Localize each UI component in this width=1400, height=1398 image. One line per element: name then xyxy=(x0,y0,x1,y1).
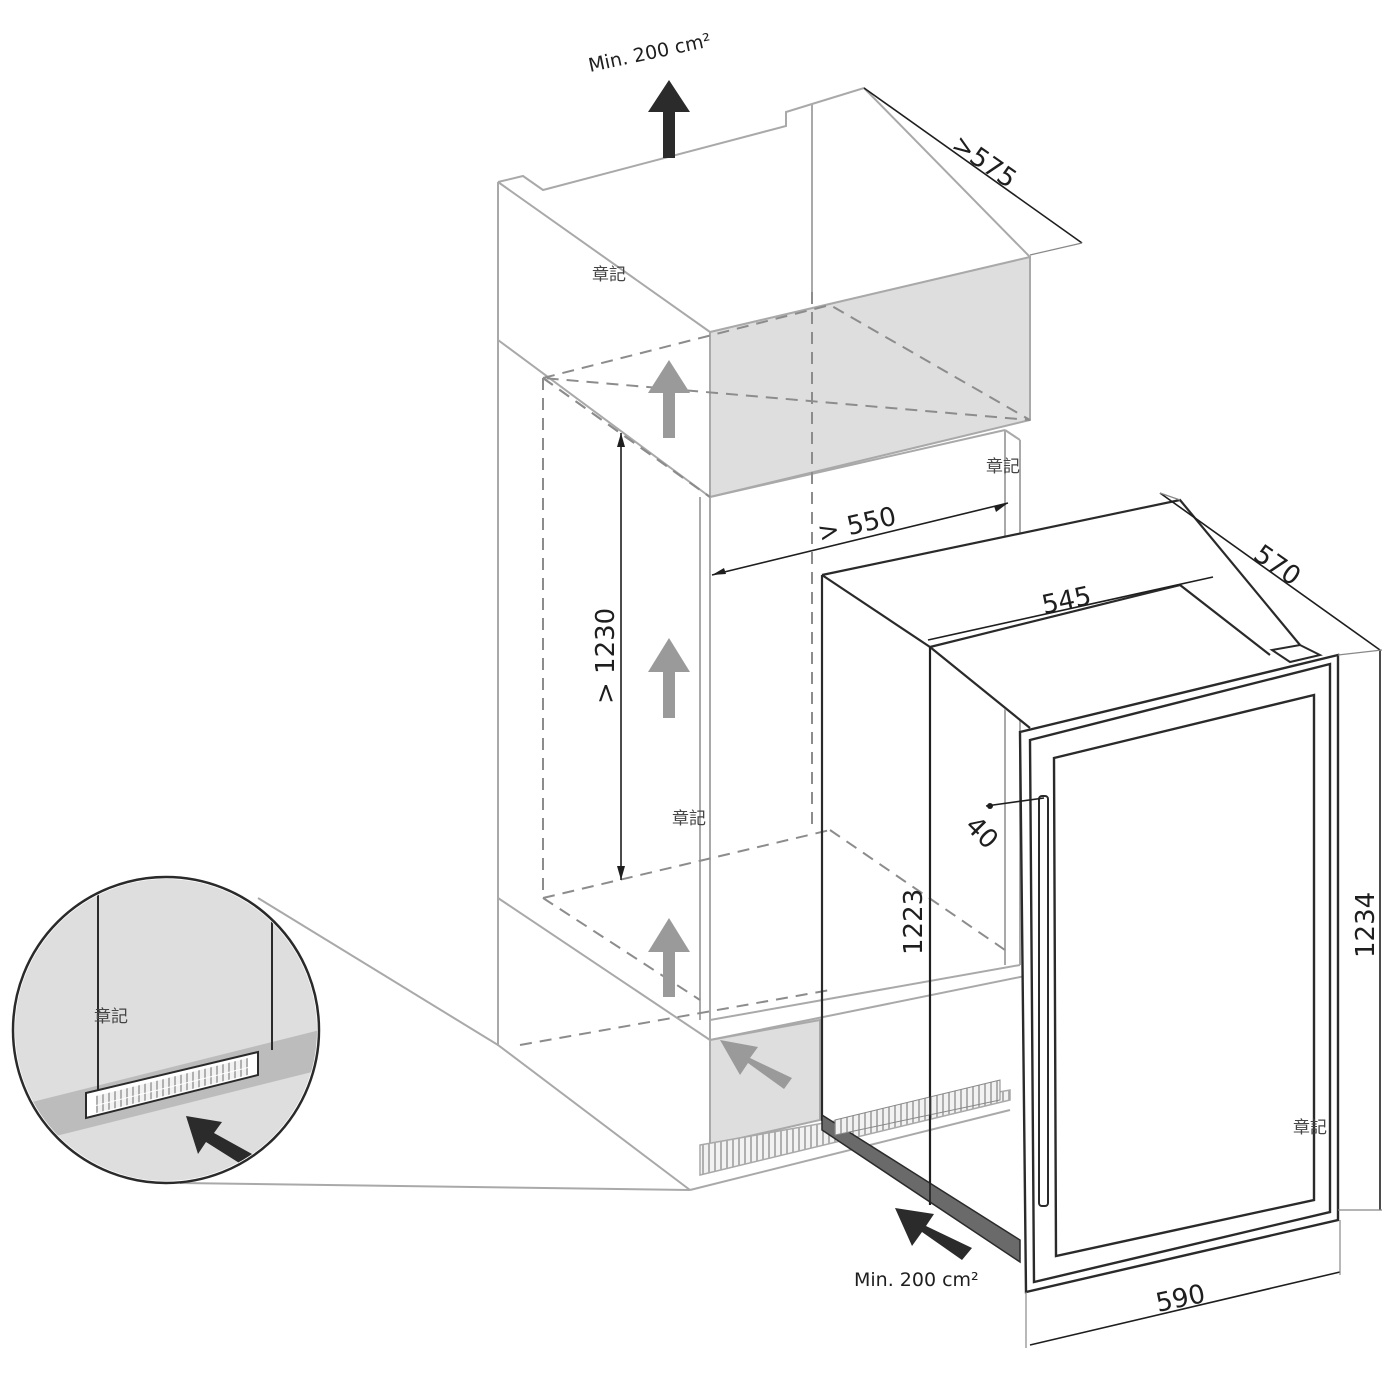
wine-cooler xyxy=(820,498,1340,1294)
vent-bottom-label: Min. 200 cm² xyxy=(854,1269,979,1291)
stamp-2: 章記 xyxy=(986,457,1020,477)
door-glass xyxy=(1052,693,1316,1258)
stamp-1: 章記 xyxy=(592,265,626,285)
dimension-lines xyxy=(617,87,1383,1348)
airflow-arrows xyxy=(648,80,972,1260)
vent-up-arrow-light-2 xyxy=(648,638,690,718)
dim-door-width: 590 xyxy=(1153,1279,1208,1319)
stamp-5: 章記 xyxy=(1293,1118,1327,1138)
cabinet-outline xyxy=(497,86,1031,1191)
stamp-4: 章記 xyxy=(94,1007,128,1027)
door-handle xyxy=(1038,795,1049,1207)
inlet-arrow-dark xyxy=(895,1208,972,1260)
inlet-arrow-light xyxy=(720,1040,792,1089)
base-strip xyxy=(821,1113,1021,1264)
dim-total-height: 1234 xyxy=(1351,892,1381,958)
vent-up-arrow-dark xyxy=(648,80,690,158)
appliance-grille xyxy=(834,1079,1001,1136)
vent-up-arrow-light-1 xyxy=(648,360,690,438)
vent-top-label: Min. 200 cm² xyxy=(586,29,713,76)
detail-callout xyxy=(11,875,691,1191)
vent-up-arrow-light-3 xyxy=(648,918,690,997)
niche-dashed-lines xyxy=(519,292,1031,1046)
dim-depth-top: >575 xyxy=(946,129,1022,195)
dim-niche-height: > 1230 xyxy=(591,608,621,704)
stamp-3: 章記 xyxy=(672,809,706,829)
dim-body-height: 1223 xyxy=(899,889,929,955)
dim-door-gap: 40 xyxy=(959,811,1004,856)
dim-niche-width: > 550 xyxy=(815,502,899,549)
zoom-inlet-arrow xyxy=(186,1116,252,1166)
